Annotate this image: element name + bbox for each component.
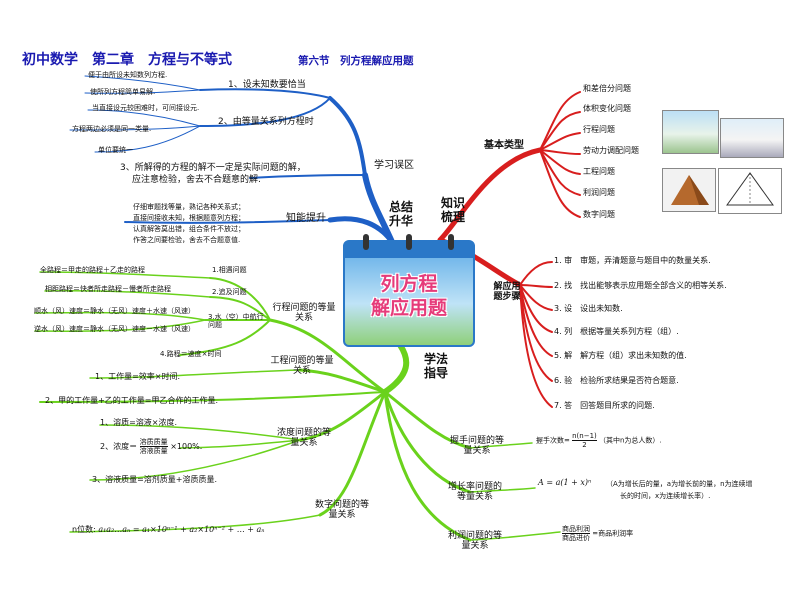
branch-steps-label: 解应用题步骤 — [493, 282, 521, 303]
growth-formula: A = a(1 + x)ⁿ — [538, 478, 592, 487]
profit-numerator: 商品利润 — [562, 525, 590, 534]
step-3: 3. 设 设出未知数. — [554, 304, 623, 313]
mistake-2: 2、由等量关系列方程时 — [218, 117, 314, 127]
pyramid-diagram-image — [718, 168, 782, 214]
type-item-1: 和差倍分问题 — [583, 84, 631, 93]
handshake-formula-row: 握手次数= n(n−1)2 （其中n为总人数）. — [536, 432, 662, 449]
travel-chase-relation: 相距路程＝快者所走路程－慢者所走路程 — [45, 285, 171, 293]
branch-engineering-label: 工程问题的等量关系 — [270, 356, 334, 377]
growth-desc-1: （A为增长后的量，a为增长前的量，n为连续增 — [606, 480, 753, 488]
concentration-1: 1、溶质=溶液×浓度. — [100, 418, 178, 427]
step-1: 1. 审 审题，弄清题意与题目中的数量关系. — [554, 256, 711, 265]
step-5: 5. 解 解方程（组）求出未知数的值. — [554, 351, 687, 360]
type-item-4: 劳动力调配问题 — [583, 146, 639, 155]
concentration-numerator: 溶质质量 — [139, 438, 168, 447]
branch-basic-types-label: 基本类型 — [484, 140, 524, 151]
travel-flow-relation-2: 逆水（风）速度＝静水（无风）速度－水速（风速） — [34, 325, 195, 333]
hub-knowledge: 知识梳理 — [440, 196, 465, 224]
digit-prefix: n位数: — [72, 525, 96, 534]
travel-basic: 4.路程＝速度×时间 — [160, 350, 222, 358]
ability-line-4: 作答之间要检验，舍去不合题意值. — [133, 236, 241, 244]
center-calendar-node: 列方程 解应用题 — [343, 234, 475, 347]
type-item-5: 工程问题 — [583, 167, 615, 176]
concentration-fraction: 溶质质量溶液质量 — [139, 438, 168, 455]
building-photo-image — [662, 110, 719, 154]
calendar-header — [345, 242, 473, 258]
profit-denominator: 商品进价 — [562, 534, 590, 542]
mistake-2c: 单位要统一 — [98, 146, 133, 154]
calendar-ring-icon — [406, 234, 412, 250]
handshake-suffix: （其中n为总人数）. — [599, 436, 662, 445]
branch-digit-label: 数字问题的等量关系 — [314, 500, 369, 521]
handshake-prefix: 握手次数= — [536, 436, 570, 445]
mistake-3b: 应注意检验，舍去不合题意的解. — [132, 175, 261, 185]
handshake-fraction: n(n−1)2 — [572, 432, 597, 449]
travel-flow: 3.水（空）中航行问题 — [208, 313, 264, 330]
concentration-2-prefix: 2、浓度＝ — [100, 442, 138, 451]
step-7: 7. 答 回答题目所求的问题. — [554, 401, 655, 410]
branch-travel-label: 行程问题的等量关系 — [272, 303, 336, 324]
calendar-ring-icon — [448, 234, 454, 250]
center-title: 列方程 解应用题 — [345, 272, 473, 320]
digit-formula-row: n位数: a₁a₂…aₙ = a₁×10ⁿ⁻¹ + a₂×10ⁿ⁻² + … +… — [72, 525, 265, 534]
bus-photo-image — [720, 118, 784, 158]
branch-growth-label: 增长率问题的等量关系 — [447, 482, 502, 503]
type-item-3: 行程问题 — [583, 125, 615, 134]
ability-line-2: 直接间接收未知，根据题意列方程； — [133, 214, 245, 222]
branch-ability-label: 知能提升 — [286, 213, 326, 224]
handshake-numerator: n(n−1) — [572, 432, 597, 441]
mistake-1: 1、设未知数要恰当 — [228, 80, 306, 90]
growth-desc-2: 长的时间，x为连续增长率）. — [620, 492, 711, 500]
concentration-denominator: 溶液质量 — [139, 447, 168, 455]
travel-flow-relation-1: 顺水（风）速度＝静水（无风）速度＋水速（风速） — [34, 307, 195, 315]
mistake-2a: 当直接设元较困难时，可间接设元. — [92, 104, 200, 112]
branch-mistakes-label: 学习误区 — [374, 160, 414, 171]
mistake-1b: 使所列方程简单易解. — [90, 88, 156, 96]
center-title-line1: 列方程 — [380, 273, 438, 295]
profit-formula-row: 商品利润商品进价 =商品利润率 — [562, 525, 633, 542]
handshake-denominator: 2 — [582, 441, 587, 449]
digit-formula: a₁a₂…aₙ = a₁×10ⁿ⁻¹ + a₂×10ⁿ⁻² + … + aₙ — [98, 525, 265, 534]
mistake-1a: 便于由所设未知数列方程. — [88, 71, 168, 79]
branch-profit-label: 利润问题的等量关系 — [448, 531, 503, 552]
concentration-2-suffix: ×100%. — [170, 442, 203, 451]
profit-suffix: =商品利润率 — [592, 529, 634, 538]
mistake-3a: 3、所解得的方程的解不一定是实际问题的解， — [120, 163, 306, 173]
engineering-2: 2、甲的工作量+乙的工作量=甲乙合作的工作量. — [45, 396, 219, 405]
mistake-2b: 方程两边必须是同一类量. — [72, 125, 152, 133]
concentration-2: 2、浓度＝ 溶质质量溶液质量 ×100%. — [100, 438, 202, 455]
engineering-1: 1、工作量=效率×时间. — [95, 372, 181, 381]
travel-meet: 1.相遇问题 — [212, 266, 247, 274]
hub-method: 学法指导 — [423, 352, 448, 380]
hub-summary: 总结升华 — [388, 200, 413, 228]
pyramid-photo-image — [662, 168, 716, 212]
branch-concentration-label: 浓度问题的等量关系 — [276, 428, 331, 449]
type-item-2: 体积变化问题 — [583, 104, 631, 113]
travel-chase: 2.追及问题 — [212, 288, 247, 296]
concentration-3: 3、溶液质量=溶剂质量+溶质质量. — [92, 475, 218, 484]
type-item-6: 利润问题 — [583, 188, 615, 197]
step-6: 6. 验 检验所求结果是否符合题意. — [554, 376, 679, 385]
calendar-ring-icon — [363, 234, 369, 250]
page-title: 初中数学 第二章 方程与不等式 — [22, 52, 232, 68]
center-title-line2: 解应用题 — [370, 297, 447, 319]
ability-line-3: 认真解答莫出错，组合条件不放过； — [133, 225, 245, 233]
step-2: 2. 找 找出能够表示应用题全部含义的相等关系. — [554, 281, 727, 290]
step-4: 4. 列 根据等量关系列方程（组）. — [554, 327, 679, 336]
type-item-7: 数字问题 — [583, 210, 615, 219]
travel-meet-relation: 全路程＝甲走的路程＋乙走的路程 — [40, 266, 145, 274]
ability-line-1: 仔细审题找等量，熟记各种关系式； — [133, 203, 245, 211]
branch-handshake-label: 握手问题的等量关系 — [450, 436, 505, 457]
section-subtitle: 第六节 列方程解应用题 — [298, 55, 414, 67]
profit-fraction: 商品利润商品进价 — [562, 525, 590, 542]
